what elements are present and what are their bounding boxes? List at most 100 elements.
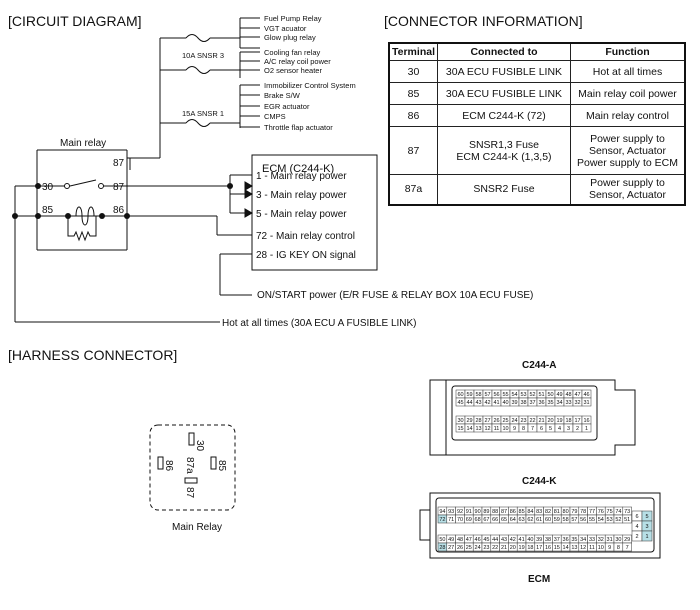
cell-terminal: 87a (388, 174, 438, 205)
connector-pin-label: 56 (493, 392, 499, 398)
pin-85-slot (210, 456, 217, 470)
load-label: Cooling fan relay (264, 48, 321, 57)
cell-function: Hot at all times (569, 60, 686, 83)
junction-dot (35, 213, 41, 219)
connector-pin-label: 64 (510, 517, 516, 523)
junction-dot (124, 213, 130, 219)
connector-pin-label: 44 (492, 537, 498, 543)
connector-pin-label: 34 (580, 537, 586, 543)
table-row: 85 30A ECU FUSIBLE LINK Main relay coil … (388, 82, 686, 105)
connector-pin-label: 8 (522, 426, 525, 432)
connector-pin-label: 20 (510, 545, 516, 551)
cell-connected: SNSR2 Fuse (436, 174, 571, 205)
connector-pin-label: 13 (571, 545, 577, 551)
connector-pin-label: 35 (571, 537, 577, 543)
connector-pin-label: 28 (475, 418, 481, 424)
fuse-label-snsr1: 15A SNSR 1 (182, 109, 224, 118)
connector-pin-label: 33 (589, 537, 595, 543)
hc-pin-87a: 87a (184, 457, 195, 474)
junction-dot (65, 213, 71, 219)
load-label: Throttle flap actuator (264, 123, 333, 132)
junction-dot (99, 213, 105, 219)
connector-pin-label: 42 (484, 400, 490, 406)
connector-pin-label: 25 (466, 545, 472, 551)
load-label: Fuel Pump Relay (264, 14, 322, 23)
relay-pin-86: 86 (113, 205, 125, 216)
connector-pin-label: 52 (615, 517, 621, 523)
on-start-power-note: ON/START power (E/R FUSE & RELAY BOX 10A… (257, 290, 533, 301)
col-terminal: Terminal (388, 42, 438, 61)
connector-pin-label: 86 (510, 509, 516, 515)
connector-pin-label: 77 (589, 509, 595, 515)
fuse-symbol-c (185, 119, 211, 127)
connector-pin-label: 79 (571, 509, 577, 515)
relay-pin-87-top: 87 (113, 158, 125, 169)
connector-pin-label: 24 (475, 545, 481, 551)
connector-pin-label: 21 (538, 418, 544, 424)
connector-pin-label: 75 (607, 509, 613, 515)
c244k-label: C244-K (522, 476, 557, 487)
fuse-symbol-a (185, 34, 211, 42)
connector-pin-label: 16 (545, 545, 551, 551)
junction-dot (12, 213, 18, 219)
connector-pin-label: 93 (448, 509, 454, 515)
connector-pin-label: 1 (645, 534, 648, 540)
connector-pin-label: 39 (536, 537, 542, 543)
connector-pin-label: 15 (554, 545, 560, 551)
connector-pin-label: 39 (511, 400, 517, 406)
connector-pin-label: 51 (624, 517, 630, 523)
connector-pin-label: 59 (466, 392, 472, 398)
connector-pin-label: 32 (598, 537, 604, 543)
connector-pin-label: 38 (545, 537, 551, 543)
connector-pin-label: 41 (519, 537, 525, 543)
connector-pin-label: 80 (563, 509, 569, 515)
load-label: O2 sensor heater (264, 66, 322, 75)
connector-pin-label: 9 (608, 545, 611, 551)
connector-pin-label: 45 (457, 400, 463, 406)
connector-pin-label: 55 (502, 392, 508, 398)
connector-pin-label: 81 (554, 509, 560, 515)
connector-pin-label: 22 (529, 418, 535, 424)
connector-pin-label: 31 (607, 537, 613, 543)
connector-pin-label: 32 (574, 400, 580, 406)
connector-pin-label: 36 (563, 537, 569, 543)
table-row: 87a SNSR2 Fuse Power supply to Sensor, A… (388, 174, 686, 205)
connector-pin-label: 44 (466, 400, 472, 406)
junction-dot (227, 183, 233, 189)
connector-pin-label: 58 (475, 392, 481, 398)
connector-pin-label: 49 (556, 392, 562, 398)
connector-pin-label: 50 (439, 537, 445, 543)
c244k-pin-field (435, 497, 655, 553)
cell-function: Main relay coil power (569, 82, 686, 105)
c244a-pin-field (451, 385, 598, 441)
connector-pin-label: 37 (554, 537, 560, 543)
connector-pin-label: 60 (545, 517, 551, 523)
connector-pin-label: 43 (501, 537, 507, 543)
main-relay-box (36, 149, 128, 251)
connector-pin-label: 20 (547, 418, 553, 424)
connector-pin-label: 92 (457, 509, 463, 515)
ecm-pin-28: 28 - IG KEY ON signal (256, 250, 356, 261)
connector-pin-label: 63 (519, 517, 525, 523)
cell-terminal: 87 (388, 126, 438, 175)
connector-pin-label: 10 (502, 426, 508, 432)
load-label: Immobilizer Control System (264, 81, 356, 90)
connector-pin-label: 56 (580, 517, 586, 523)
connector-pin-label: 3 (645, 524, 648, 530)
relay-coil (75, 206, 95, 226)
cell-terminal: 86 (388, 104, 438, 127)
connector-pin-label: 74 (615, 509, 621, 515)
connector-pin-label: 31 (583, 400, 589, 406)
connector-pin-label: 14 (563, 545, 569, 551)
table-row: 86 ECM C244-K (72) Main relay control (388, 104, 686, 127)
connector-pin-label: 4 (635, 524, 638, 530)
hc-pin-85: 85 (216, 460, 227, 472)
connector-pin-label: 76 (598, 509, 604, 515)
connector-pin-label: 26 (493, 418, 499, 424)
connector-pin-label: 6 (540, 426, 543, 432)
connector-pin-label: 90 (475, 509, 481, 515)
connector-pin-label: 21 (501, 545, 507, 551)
connector-pin-label: 29 (624, 537, 630, 543)
